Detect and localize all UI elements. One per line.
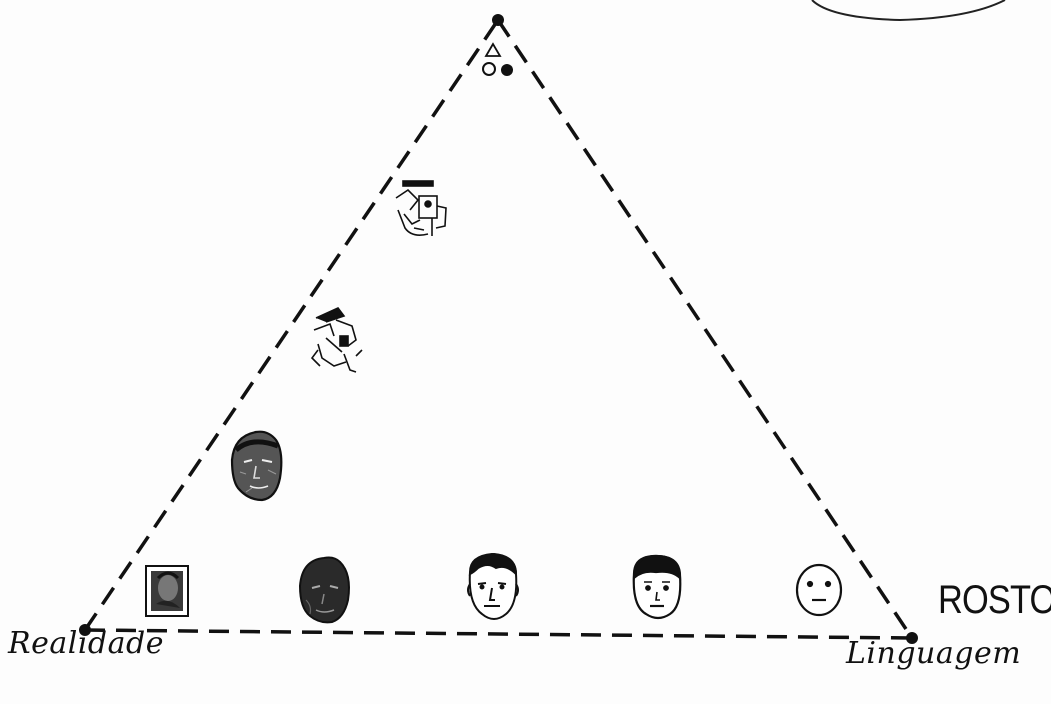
line-drawn-face-icon <box>468 554 518 619</box>
left-edge <box>85 20 498 630</box>
top-vertex-dot <box>492 14 504 26</box>
abstract-cubist-face-icon <box>312 308 362 372</box>
triangle-edges <box>85 20 912 638</box>
linguagem-label: Linguagem <box>846 636 1021 671</box>
cubist-face-icon <box>396 181 446 236</box>
photo-portrait-icon <box>146 566 188 616</box>
rosto-label: ROSTO. <box>938 578 1051 623</box>
simple-drawn-face-icon <box>634 556 681 618</box>
textured-face-icon <box>232 432 281 500</box>
smiley-face-icon <box>797 565 841 615</box>
realidade-label: Realidade <box>8 626 164 661</box>
right-edge <box>498 20 912 638</box>
triangle-circle-dot-icon <box>483 44 513 76</box>
dark-shaded-face-icon <box>300 558 349 623</box>
partial-circle-arc <box>812 0 1005 20</box>
base-edge <box>85 630 912 638</box>
